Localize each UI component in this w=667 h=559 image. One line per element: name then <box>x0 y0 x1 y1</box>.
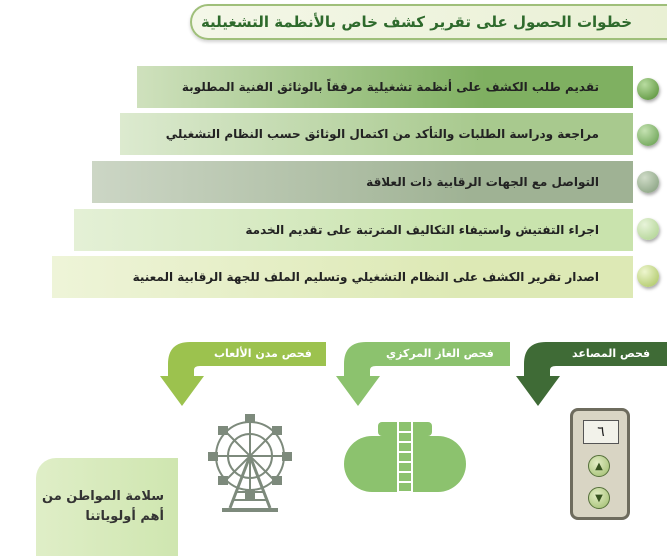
ferris-wheel-icon <box>208 414 292 512</box>
central-gas-inspection-label: فحص الغاز المركزي <box>386 347 494 360</box>
elevator-arrow-icon <box>516 342 667 406</box>
elevator-panel-icon: ٦ ▲ ▼ <box>570 408 630 520</box>
gas-tank-icon <box>344 422 466 502</box>
triangle-down-icon: ▼ <box>588 487 610 509</box>
step-text: اجراء التفتيش واستيفاء التكاليف المترتبة… <box>245 223 599 237</box>
step-5: اصدار تقرير الكشف على النظام التشغيلي وت… <box>52 256 633 298</box>
step-1: تقديم طلب الكشف على أنظمة تشغيلية مرفقاً… <box>137 66 633 108</box>
amusement-park-arrow-icon <box>160 342 326 406</box>
central-gas-arrow-icon <box>336 342 510 406</box>
step-text: مراجعة ودراسة الطلبات والتأكد من اكتمال … <box>165 127 599 141</box>
step-2: مراجعة ودراسة الطلبات والتأكد من اكتمال … <box>120 113 633 155</box>
step-1-bullet-icon <box>637 78 659 100</box>
step-text: التواصل مع الجهات الرقابية ذات العلاقة <box>366 175 599 189</box>
step-4-bullet-icon <box>637 218 659 240</box>
slogan-box: سلامة المواطن من أهم أولوياتنا <box>36 458 178 556</box>
step-text: تقديم طلب الكشف على أنظمة تشغيلية مرفقاً… <box>181 80 599 94</box>
step-3-bullet-icon <box>637 171 659 193</box>
step-2-bullet-icon <box>637 124 659 146</box>
step-5-bullet-icon <box>637 265 659 287</box>
slogan-line-2: أهم أولوياتنا <box>85 509 164 524</box>
step-3: التواصل مع الجهات الرقابية ذات العلاقة <box>92 161 633 203</box>
triangle-up-icon: ▲ <box>588 455 610 477</box>
slogan-line-1: سلامة المواطن من <box>42 489 164 504</box>
elevator-inspection-label: فحص المصاعد <box>572 347 651 360</box>
title-banner: خطوات الحصول على تقرير كشف خاص بالأنظمة … <box>190 4 667 40</box>
elevator-floor-display: ٦ <box>583 420 619 444</box>
step-4: اجراء التفتيش واستيفاء التكاليف المترتبة… <box>74 209 633 251</box>
step-text: اصدار تقرير الكشف على النظام التشغيلي وت… <box>132 270 599 284</box>
page-title: خطوات الحصول على تقرير كشف خاص بالأنظمة … <box>200 13 632 31</box>
amusement-park-inspection-label: فحص مدن الألعاب <box>214 347 312 360</box>
